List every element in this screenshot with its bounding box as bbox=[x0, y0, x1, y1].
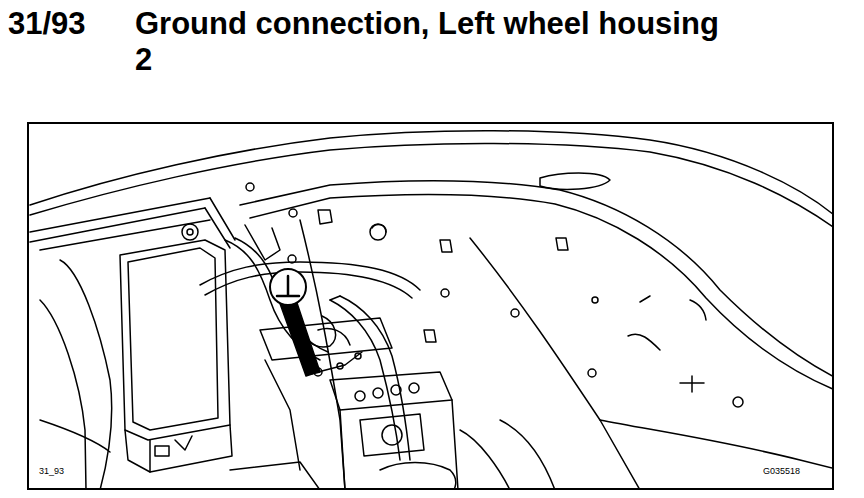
figure-number: 31/93 bbox=[8, 6, 86, 42]
figure-code: 31_93 bbox=[38, 466, 65, 477]
figure-title: Ground connection, Left wheel housing 2 bbox=[135, 6, 735, 78]
drawing-number: G035518 bbox=[762, 466, 801, 477]
